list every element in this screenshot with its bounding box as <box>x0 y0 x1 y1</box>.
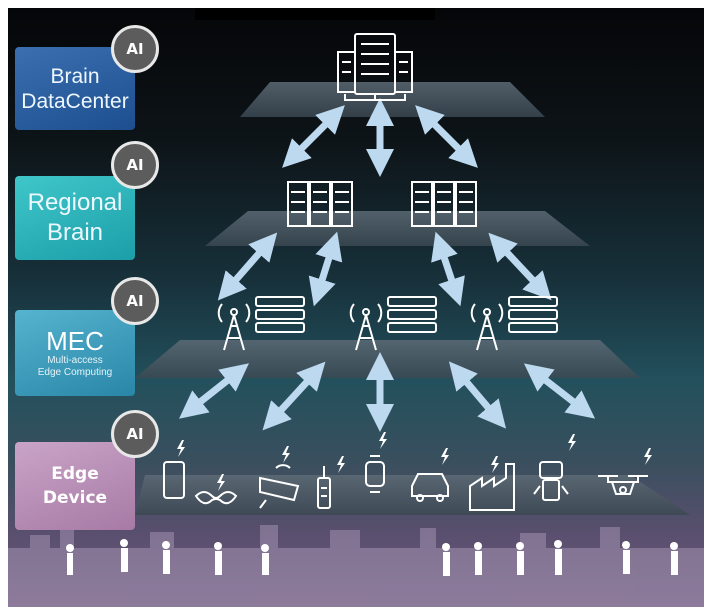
city-skyline <box>8 525 704 607</box>
ai-badge-regional: AI <box>111 141 159 189</box>
ai-badge-mec: AI <box>111 277 159 325</box>
brain-datacenter-label: Brain DataCenter <box>15 47 135 130</box>
platform-mec <box>135 340 640 378</box>
edge-device-label: Edge Device <box>15 442 135 530</box>
smartwatch-icon <box>365 455 385 493</box>
top-black-band <box>195 8 435 20</box>
smart-glasses-icon <box>194 491 238 505</box>
smartphone-icon <box>163 461 185 499</box>
mec-subtitle-line1: Multi-access <box>47 355 103 366</box>
security-camera-icon <box>259 464 300 509</box>
factory-icon <box>469 463 515 511</box>
lightning-icons <box>177 432 652 491</box>
people-silhouettes <box>66 539 678 576</box>
regional-brain-line2: Brain <box>46 219 104 246</box>
server-rack-icon <box>287 181 353 227</box>
car-icon <box>411 473 449 502</box>
brain-datacenter-line1: Brain <box>50 64 100 88</box>
router-icon <box>317 466 331 509</box>
mec-subtitle-line2: Edge Computing <box>37 367 113 378</box>
antenna-tower-icon <box>217 296 305 351</box>
arrows-top-regional <box>282 98 478 177</box>
edge-device-line2: Device <box>42 488 108 508</box>
regional-brain-label: Regional Brain <box>15 176 135 260</box>
mec-title: MEC <box>46 326 104 356</box>
platform-regional <box>205 211 590 246</box>
drone-icon <box>598 475 648 495</box>
brain-datacenter-line2: DataCenter <box>21 89 129 113</box>
datacenter-server-icon <box>337 33 413 101</box>
server-rack-icon <box>411 181 477 227</box>
edge-device-line1: Edge <box>51 464 99 484</box>
antenna-tower-icon <box>349 296 437 351</box>
regional-brain-line1: Regional <box>27 189 123 216</box>
arrows-mec-edge <box>179 352 596 432</box>
mec-label: MEC Multi-access Edge Computing <box>15 310 135 396</box>
ai-badge-brain: AI <box>111 25 159 73</box>
robot-icon <box>533 461 569 501</box>
ai-badge-edge: AI <box>111 410 159 458</box>
antenna-tower-icon <box>470 296 558 351</box>
arrows-regional-mec <box>217 231 552 307</box>
